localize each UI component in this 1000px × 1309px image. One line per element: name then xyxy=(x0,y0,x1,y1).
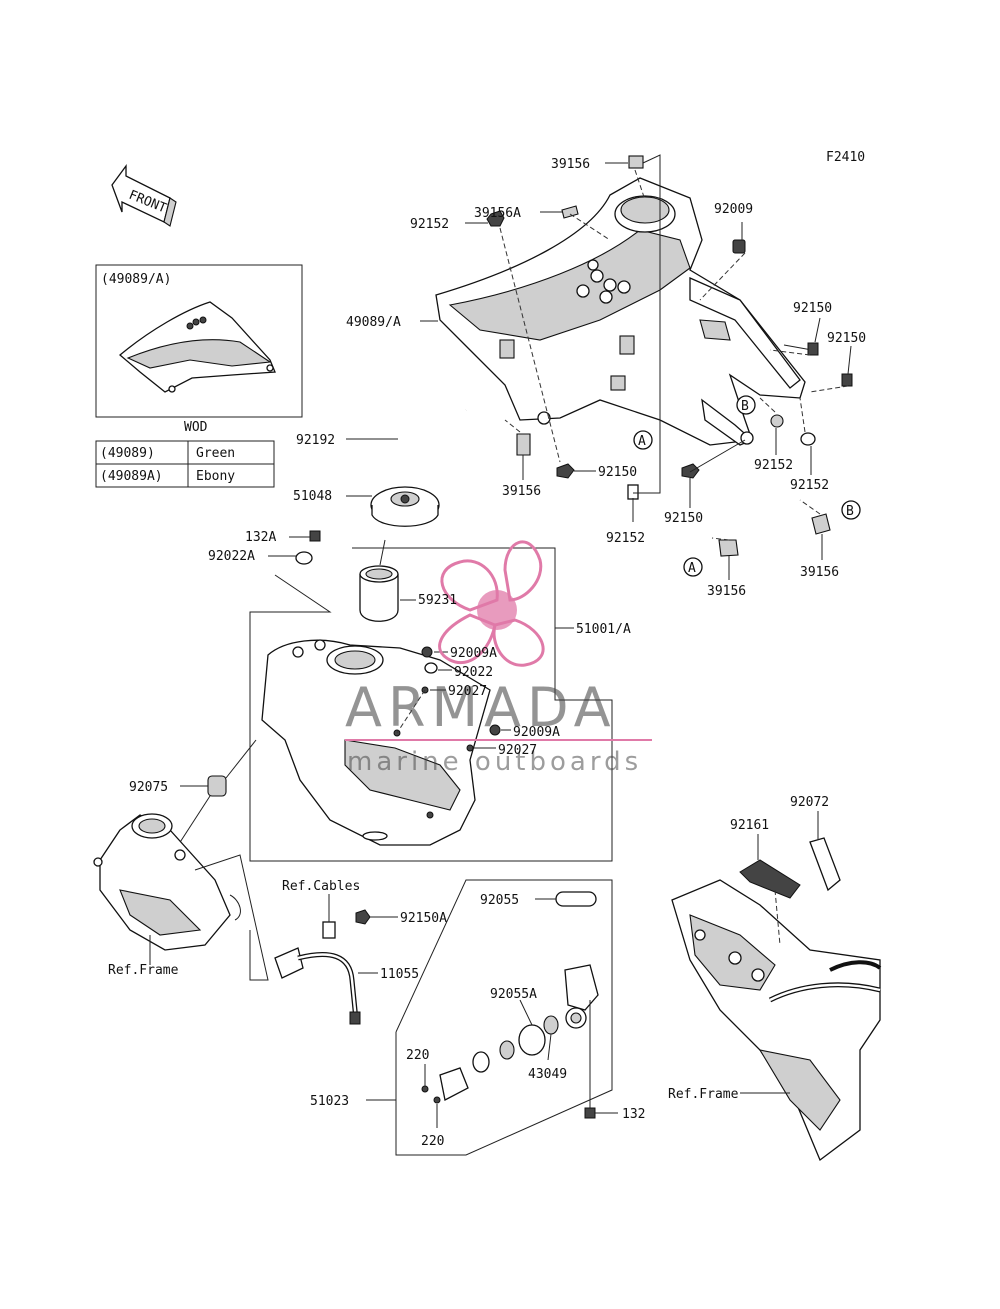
tank-outline-box xyxy=(249,547,613,862)
propeller-logo-icon xyxy=(438,540,545,667)
right-frame-drawing xyxy=(671,879,882,1162)
table-row-color: Ebony xyxy=(196,469,235,484)
fuel-tank-drawing xyxy=(261,639,491,846)
callout-label: 39156 xyxy=(551,157,590,172)
gasket-92055 xyxy=(535,891,597,907)
nut-92009 xyxy=(732,239,746,254)
figure-id: F2410 xyxy=(826,150,865,165)
callout-label: 92152 xyxy=(410,217,449,232)
svg-text:A: A xyxy=(638,434,646,449)
bolt-92150-right xyxy=(783,342,819,356)
callout-label: 92009A xyxy=(513,725,560,740)
callout-label: 92150 xyxy=(664,511,703,526)
watermark-tagline: marine outboards xyxy=(347,747,642,777)
svg-text:A: A xyxy=(688,561,696,576)
callout-label: 92150 xyxy=(598,465,637,480)
color-table: (49089) Green (49089A) Ebony xyxy=(95,440,275,488)
callout-label: Ref.Frame xyxy=(108,963,179,978)
callout-label: 92009 xyxy=(714,202,753,217)
callout-label: Ref.Frame xyxy=(668,1087,739,1102)
callout-label: 220 xyxy=(406,1048,429,1063)
callout-label: 39156A xyxy=(474,206,521,221)
fuel-cock-box xyxy=(366,879,613,1156)
callout-label: 132A xyxy=(245,530,276,545)
clip-39156-c xyxy=(718,539,739,557)
callout-label: 92152 xyxy=(754,458,793,473)
front-arrow-icon: FRONT xyxy=(111,164,177,227)
callout-label: 92022A xyxy=(208,549,255,564)
marker-a: A xyxy=(633,430,653,450)
callout-label: 39156 xyxy=(707,584,746,599)
inset-panel: (49089/A) WOD xyxy=(95,264,303,435)
cable-11055 xyxy=(194,854,398,1025)
strap-92072 xyxy=(809,811,841,892)
tank-fasteners xyxy=(396,646,511,752)
callout-label: 92009A xyxy=(450,646,497,661)
nut-92152-d xyxy=(627,484,639,500)
table-row-part: (49089) xyxy=(100,446,155,461)
callout-label: 51023 xyxy=(310,1094,349,1109)
clip-39156a xyxy=(561,205,579,219)
callout-label: 92192 xyxy=(296,433,335,448)
vent-hose-and-cap xyxy=(346,386,470,527)
inset-caption: WOD xyxy=(184,420,208,435)
bolt-92150-c xyxy=(556,463,575,479)
washer-92022a xyxy=(268,551,313,565)
grommet-92075 xyxy=(174,739,257,851)
callout-label: 51001/A xyxy=(576,622,631,637)
nut-92152 xyxy=(486,210,505,227)
callout-label: 92150A xyxy=(400,911,447,926)
marker-b: B xyxy=(841,500,861,520)
fuel-cock-43049 xyxy=(421,908,618,1128)
callout-label: 92150 xyxy=(827,331,866,346)
callout-label: 43049 xyxy=(528,1067,567,1082)
watermark-brand: ARMADA xyxy=(345,676,617,739)
clip-39156-d xyxy=(811,513,831,535)
pad-92161 xyxy=(739,834,801,946)
clip-39156-b xyxy=(516,433,531,456)
callout-label: Ref.Cables xyxy=(282,879,360,894)
svg-text:B: B xyxy=(741,399,749,414)
callout-label: 39156 xyxy=(800,565,839,580)
bolt-132a xyxy=(289,530,321,542)
callout-label: 39156 xyxy=(502,484,541,499)
marker-b: B xyxy=(736,395,756,415)
callout-label: 92055A xyxy=(490,987,537,1002)
washer-92152-1 xyxy=(770,414,784,428)
inset-shroud-drawing xyxy=(118,301,276,393)
bolt-92150-far xyxy=(841,373,853,387)
inset-title: (49089/A) xyxy=(101,272,171,287)
filler-neck-59231 xyxy=(359,539,416,622)
callout-label: 132 xyxy=(622,1107,645,1122)
watermark: ARMADA marine outboards xyxy=(345,540,652,777)
callout-label: 220 xyxy=(421,1134,444,1149)
leader-lines-upper xyxy=(420,154,852,580)
table-row-color: Green xyxy=(196,446,235,461)
callout-label: 92022 xyxy=(454,665,493,680)
bolt-92150-d xyxy=(681,463,700,479)
callout-label: 92150 xyxy=(793,301,832,316)
callout-label: 11055 xyxy=(380,967,419,982)
callout-label: 49089/A xyxy=(346,315,401,330)
marker-a: A xyxy=(683,557,703,577)
callout-label: 92075 xyxy=(129,780,168,795)
table-row-part: (49089A) xyxy=(100,469,163,484)
callout-label: 92161 xyxy=(730,818,769,833)
svg-text:B: B xyxy=(846,504,854,519)
hardware-upper xyxy=(486,155,853,557)
callout-label: 92072 xyxy=(790,795,829,810)
washer-92152-2 xyxy=(800,432,816,446)
clip-39156-top xyxy=(628,155,644,169)
callout-label: 92027 xyxy=(498,743,537,758)
left-frame-drawing xyxy=(93,813,241,965)
callout-label: 92152 xyxy=(790,478,829,493)
callout-labels: 39156 39156A 92152 92009 92150 92150 490… xyxy=(108,157,866,1149)
callout-label: 59231 xyxy=(418,593,457,608)
ref-markers: B A B A xyxy=(633,395,861,577)
callout-label: 92027 xyxy=(448,684,487,699)
callout-label: 92055 xyxy=(480,893,519,908)
callout-label: 51048 xyxy=(293,489,332,504)
callout-label: 92152 xyxy=(606,531,645,546)
